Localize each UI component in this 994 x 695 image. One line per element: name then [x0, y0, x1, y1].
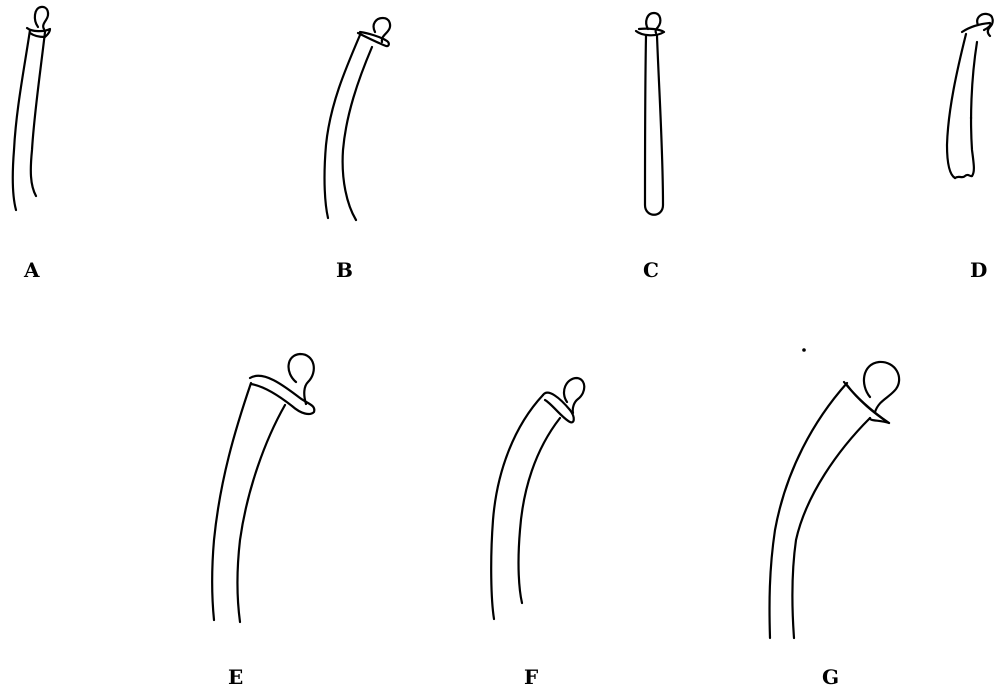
panel-a-stalk-left: [13, 30, 30, 210]
panel-b-head: [374, 18, 390, 42]
panel-c-label: C: [643, 260, 659, 280]
panel-e-drawing: [212, 354, 314, 622]
panel-a-stalk-right: [31, 32, 45, 196]
panel-g-stalk-right: [792, 418, 870, 638]
panel-e-stalk-right: [237, 405, 285, 622]
panel-c-stalk: [645, 36, 663, 215]
panel-g-label: G: [822, 667, 839, 687]
panel-b-label: B: [336, 260, 353, 280]
panel-c-collar: [636, 29, 664, 36]
panel-g-stalk-left: [770, 383, 847, 638]
panel-d-stalk-left: [947, 34, 966, 178]
speck-mark: [802, 348, 806, 352]
panel-b-stalk-right: [343, 47, 372, 220]
panel-d-drawing: [947, 14, 993, 178]
speck-mark-small: [970, 117, 972, 119]
panel-c-drawing: [636, 13, 664, 215]
panel-a-collar: [27, 28, 50, 37]
panel-e-stalk-left: [212, 383, 251, 620]
panel-f-drawing: [491, 378, 584, 619]
panel-g-head: [864, 362, 899, 412]
panel-g-drawing: [770, 362, 900, 638]
panel-b-drawing: [325, 18, 391, 220]
panel-a-head: [35, 7, 48, 29]
panel-f-stalk-left: [491, 395, 543, 619]
panel-f-stalk-right: [519, 418, 560, 603]
panel-b-stalk-left: [325, 35, 360, 218]
panel-d-end: [955, 175, 972, 178]
panel-f-collar: [543, 393, 574, 423]
panel-d-collar: [962, 23, 991, 32]
panel-d-stalk-right: [971, 42, 977, 176]
panel-a-label: A: [24, 260, 40, 280]
panel-e-label: E: [228, 667, 243, 687]
panel-d-label: D: [970, 260, 987, 280]
panel-e-head: [289, 354, 314, 404]
panel-a-drawing: [13, 7, 50, 210]
panel-f-label: F: [524, 667, 538, 687]
